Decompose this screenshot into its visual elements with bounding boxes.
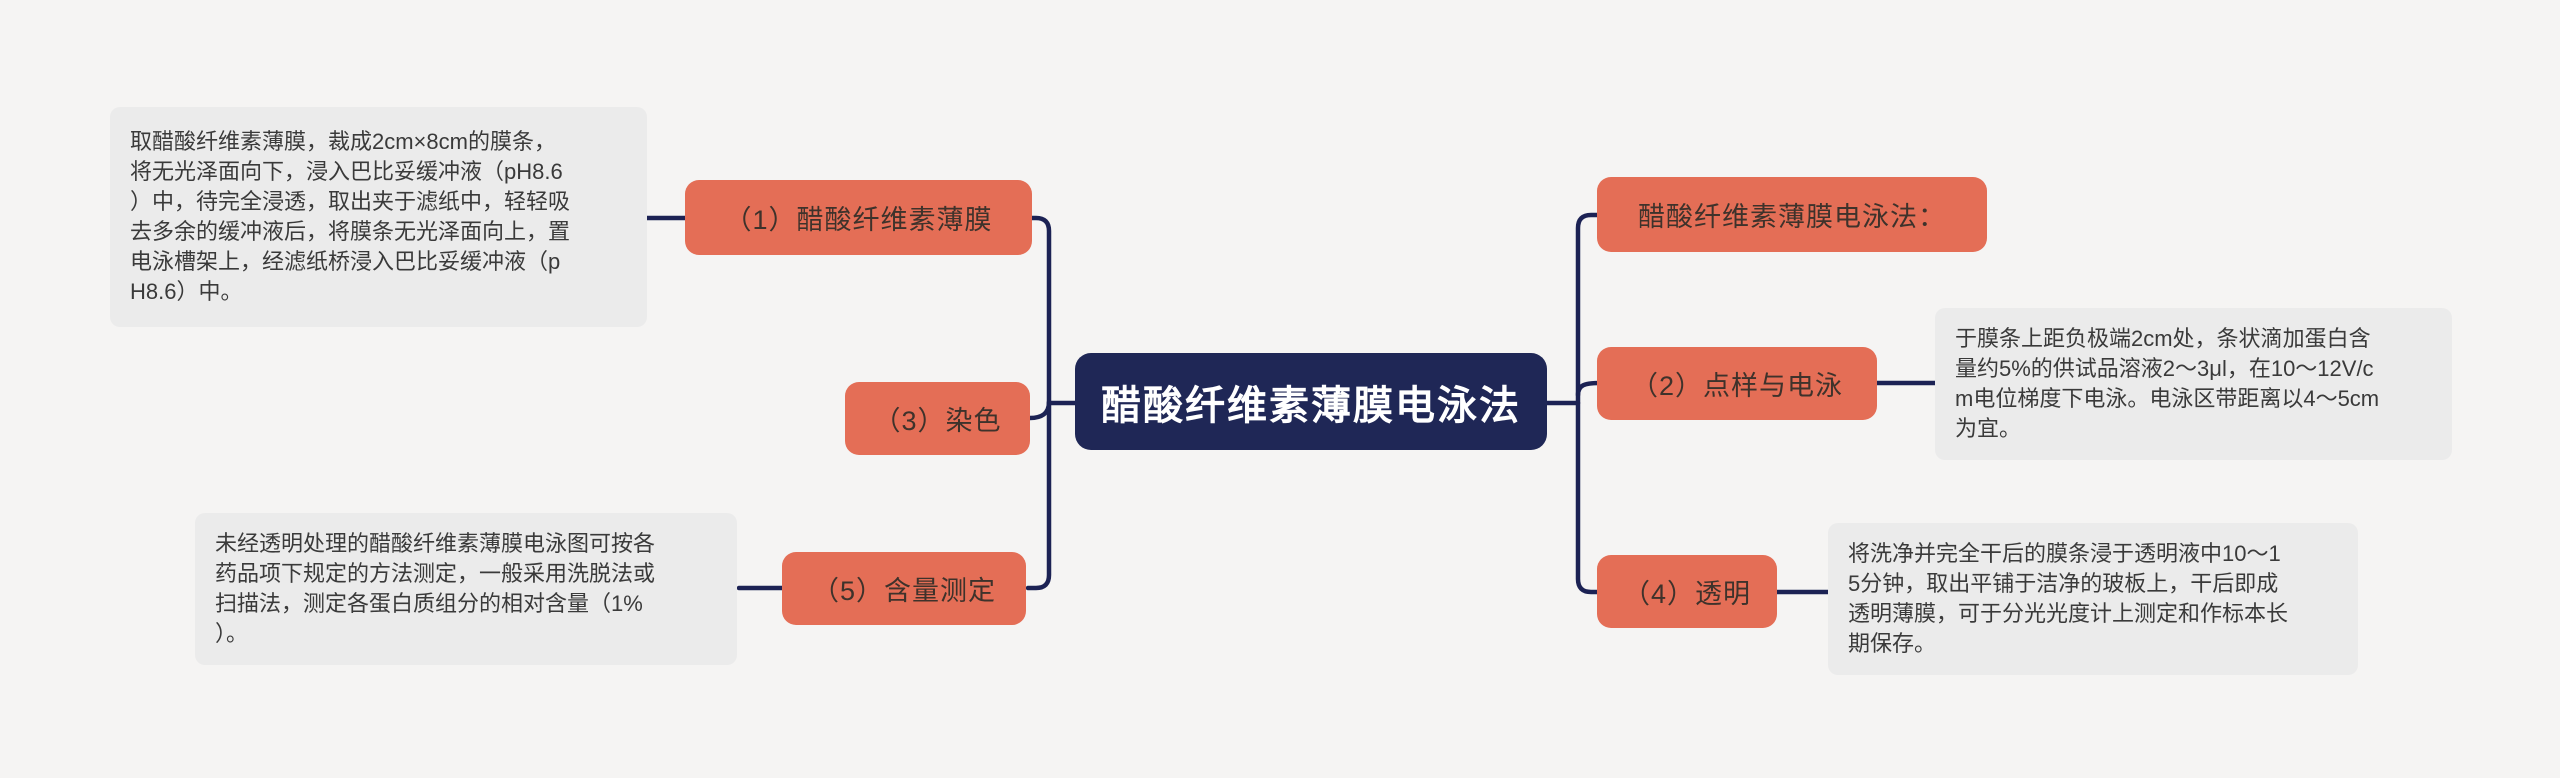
connector-branch2-elbow [1575,380,1602,398]
branch-node-4-transparency[interactable]: （4）透明 [1597,555,1777,628]
connector-right-trunk [1575,212,1602,595]
central-topic-node[interactable]: 醋酸纤维素薄膜电泳法 [1075,353,1547,450]
note-sample-application-electrophoresis[interactable]: 于膜条上距负极端2cm处，条状滴加蛋白含 量约5%的供试品溶液2～3μl，在10… [1935,308,2452,460]
note-transparency[interactable]: 将洗净并完全干后的膜条浸于透明液中10～1 5分钟，取出平铺于洁净的玻板上，干后… [1828,523,2358,675]
branch-node-5-content-determination[interactable]: （5）含量测定 [782,552,1026,625]
note-content-determination[interactable]: 未经透明处理的醋酸纤维素薄膜电泳图可按各 药品项下规定的方法测定，一般采用洗脱法… [195,513,737,665]
connector-branch3-elbow [1027,399,1052,421]
branch-node-2-sample-and-electrophoresis[interactable]: （2）点样与电泳 [1597,347,1877,420]
branch-node-method-title[interactable]: 醋酸纤维素薄膜电泳法： [1597,177,1987,252]
connector-left-trunk [1025,215,1052,591]
branch-node-1-cellulose-acetate-membrane[interactable]: （1）醋酸纤维素薄膜 [685,180,1032,255]
branch-node-3-staining[interactable]: （3）染色 [845,382,1030,455]
note-membrane-preparation[interactable]: 取醋酸纤维素薄膜，裁成2cm×8cm的膜条， 将无光泽面向下，浸入巴比妥缓冲液（… [110,107,647,327]
